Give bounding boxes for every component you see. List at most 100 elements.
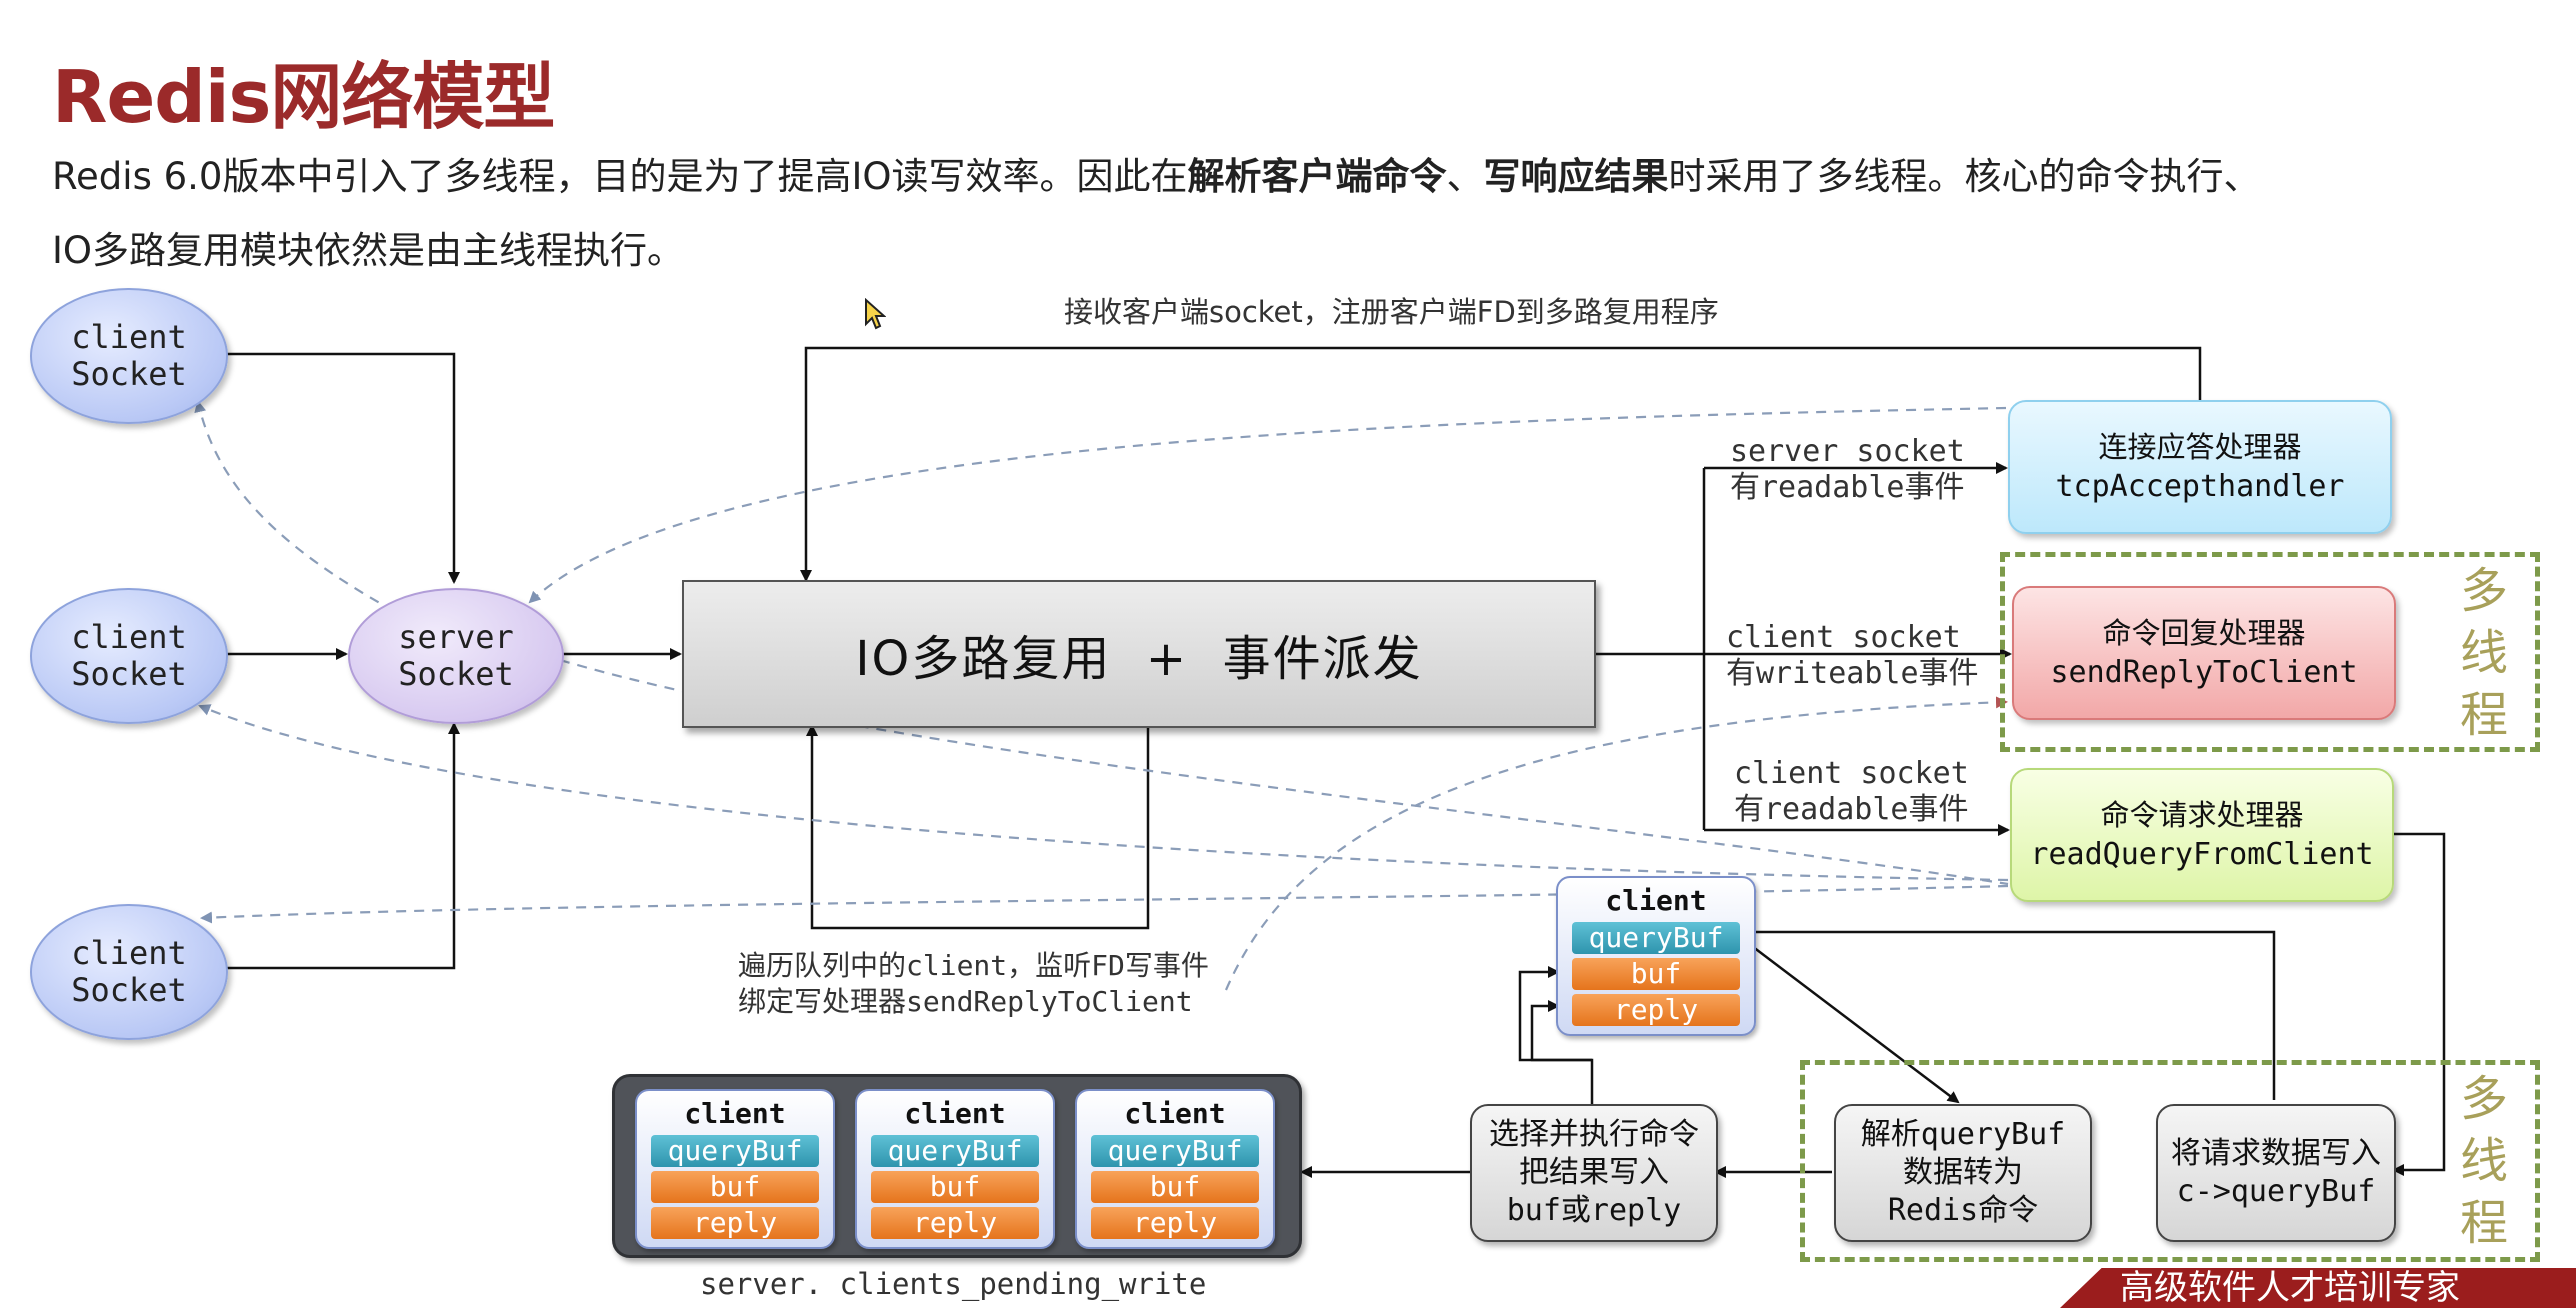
- querybuf-field: queryBuf: [651, 1135, 819, 1167]
- write-querybuf-step: 将请求数据写入 c->queryBuf: [2156, 1104, 2396, 1242]
- step-line: 把结果写入: [1519, 1155, 1669, 1190]
- dash-read-to-client2: [198, 704, 2009, 882]
- read-query-handler: 命令请求处理器 readQueryFromClient: [2010, 768, 2394, 902]
- buf-field: buf: [1091, 1171, 1259, 1203]
- handler-cn: 命令请求处理器: [2100, 798, 2304, 832]
- intro-bold2: 写响应结果: [1483, 155, 1669, 198]
- dash-accept-to-server: [528, 406, 2007, 604]
- querybuf-field: queryBuf: [1572, 922, 1740, 954]
- parse-querybuf-step: 解析queryBuf 数据转为 Redis命令: [1834, 1104, 2092, 1242]
- client-struct-title: client: [684, 1097, 786, 1130]
- reply-field: reply: [871, 1207, 1039, 1239]
- traverse-line: 遍历队列中的client，监听FD写事件: [738, 949, 1209, 982]
- multi-thread-char: 多: [2459, 1071, 2508, 1127]
- handler-en: tcpAccepthandler: [2055, 469, 2345, 504]
- client-socket-label: Socket: [71, 655, 187, 693]
- wire-write-to-querybuf: [1736, 926, 2276, 1100]
- event-label-client-readable: client socket 有readable事件: [1734, 756, 1969, 828]
- traverse-queue-label: 遍历队列中的client，监听FD写事件 绑定写处理器sendReplyToCl…: [738, 948, 1209, 1020]
- server-socket-label: Socket: [398, 655, 514, 693]
- client-socket-label: client: [71, 618, 187, 656]
- client-struct-title: client: [1124, 1097, 1226, 1130]
- reply-field: reply: [1572, 994, 1740, 1026]
- event-label-line: client socket: [1726, 620, 1961, 655]
- intro-part1: Redis 6.0版本中引入了多线程，目的是为了提高IO读写效率。因此在: [52, 155, 1188, 198]
- dash-server-to-client1: [194, 400, 411, 621]
- event-label-line: 有readable事件: [1730, 470, 1965, 505]
- server-socket: server Socket: [348, 588, 564, 724]
- event-label-server-readable: server socket 有readable事件: [1730, 434, 1965, 506]
- handler-cn: 连接应答处理器: [2098, 430, 2302, 464]
- client-socket-label: Socket: [71, 355, 187, 393]
- tcp-accept-handler: 连接应答处理器 tcpAccepthandler: [2008, 400, 2392, 534]
- reply-field: reply: [651, 1207, 819, 1239]
- client-struct-title: client: [1605, 884, 1707, 917]
- wire-querybuf-to-parse: [1735, 933, 1960, 1104]
- multi-thread-label-bottom: 多 线 程: [2456, 1068, 2512, 1254]
- multi-thread-region-top: [2000, 552, 2540, 752]
- client-socket-3: client Socket: [30, 904, 228, 1040]
- multi-thread-char: 多: [2459, 563, 2508, 619]
- mouse-cursor-icon: [865, 298, 886, 330]
- client-struct-title: client: [904, 1097, 1006, 1130]
- event-label-line: server socket: [1730, 434, 1965, 469]
- wire-exec-to-buf: [1518, 966, 1594, 1104]
- client-socket-label: client: [71, 934, 187, 972]
- wire-traverse-loop: [806, 724, 1150, 930]
- io-multiplex-box: IO多路复用 + 事件派发: [682, 580, 1596, 728]
- step-line: 选择并执行命令: [1489, 1117, 1699, 1152]
- querybuf-field: queryBuf: [871, 1135, 1039, 1167]
- client-socket-2: client Socket: [30, 588, 228, 724]
- buf-field: buf: [871, 1171, 1039, 1203]
- step-line: c->queryBuf: [2176, 1174, 2376, 1209]
- wire-client3-server: [224, 722, 460, 970]
- querybuf-field: queryBuf: [1091, 1135, 1259, 1167]
- client-struct: client queryBuf buf reply: [1556, 876, 1756, 1036]
- pending-client-1: client queryBuf buf reply: [635, 1089, 835, 1249]
- client-socket-label: Socket: [71, 971, 187, 1009]
- send-reply-handler: 命令回复处理器 sendReplyToClient: [2012, 586, 2396, 720]
- reply-field: reply: [1091, 1207, 1259, 1239]
- traverse-line: 绑定写处理器sendReplyToClient: [738, 985, 1193, 1018]
- intro-bold1: 解析客户端命令: [1187, 155, 1447, 198]
- multi-thread-label-top: 多 线 程: [2456, 560, 2512, 746]
- step-line: 解析queryBuf: [1860, 1117, 2066, 1152]
- client-socket-1: client Socket: [30, 288, 228, 424]
- pending-client-3: client queryBuf buf reply: [1075, 1089, 1275, 1249]
- step-line: 数据转为: [1903, 1155, 2023, 1190]
- event-label-client-writeable: client socket 有writeable事件: [1726, 620, 1979, 692]
- dash-traverse-to-reply: [1224, 696, 2008, 991]
- intro-line2: IO多路复用模块依然是由主线程执行。: [52, 229, 685, 272]
- intro-part2: 时采用了多线程。核心的命令执行、: [1668, 155, 2261, 198]
- page-title: Redis网络模型: [52, 55, 555, 139]
- accept-register-label: 接收客户端socket，注册客户端FD到多路复用程序: [1064, 295, 1719, 329]
- multi-thread-char: 线: [2459, 625, 2508, 681]
- wire-read-to-write: [2390, 832, 2446, 1176]
- multi-thread-char: 程: [2459, 687, 2508, 743]
- clients-pending-write-queue: client queryBuf buf reply client queryBu…: [612, 1074, 1302, 1258]
- multi-thread-char: 程: [2459, 1195, 2508, 1251]
- handler-cn: 命令回复处理器: [2102, 616, 2306, 650]
- pending-client-2: client queryBuf buf reply: [855, 1089, 1055, 1249]
- wire-accept-loop: [800, 346, 2202, 582]
- wire-client1-server: [224, 352, 460, 584]
- event-label-line: 有writeable事件: [1726, 656, 1979, 691]
- wire-exec-to-reply: [1530, 1000, 1592, 1062]
- step-line: buf或reply: [1506, 1193, 1682, 1228]
- buf-field: buf: [1572, 958, 1740, 990]
- buf-field: buf: [651, 1171, 819, 1203]
- intro-sep: 、: [1446, 155, 1484, 198]
- multi-thread-char: 线: [2459, 1133, 2508, 1189]
- handler-en: readQueryFromClient: [2030, 837, 2374, 872]
- step-line: Redis命令: [1887, 1193, 2039, 1228]
- footer-banner: 高级软件人才培训专家: [2060, 1268, 2576, 1308]
- event-label-line: client socket: [1734, 756, 1969, 791]
- handler-en: sendReplyToClient: [2050, 655, 2358, 690]
- event-label-line: 有readable事件: [1734, 792, 1969, 827]
- client-socket-label: client: [71, 318, 187, 356]
- server-socket-label: server: [398, 618, 514, 656]
- pending-write-label: server. clients_pending_write: [700, 1267, 1207, 1301]
- dash-server-cross: [559, 658, 2009, 886]
